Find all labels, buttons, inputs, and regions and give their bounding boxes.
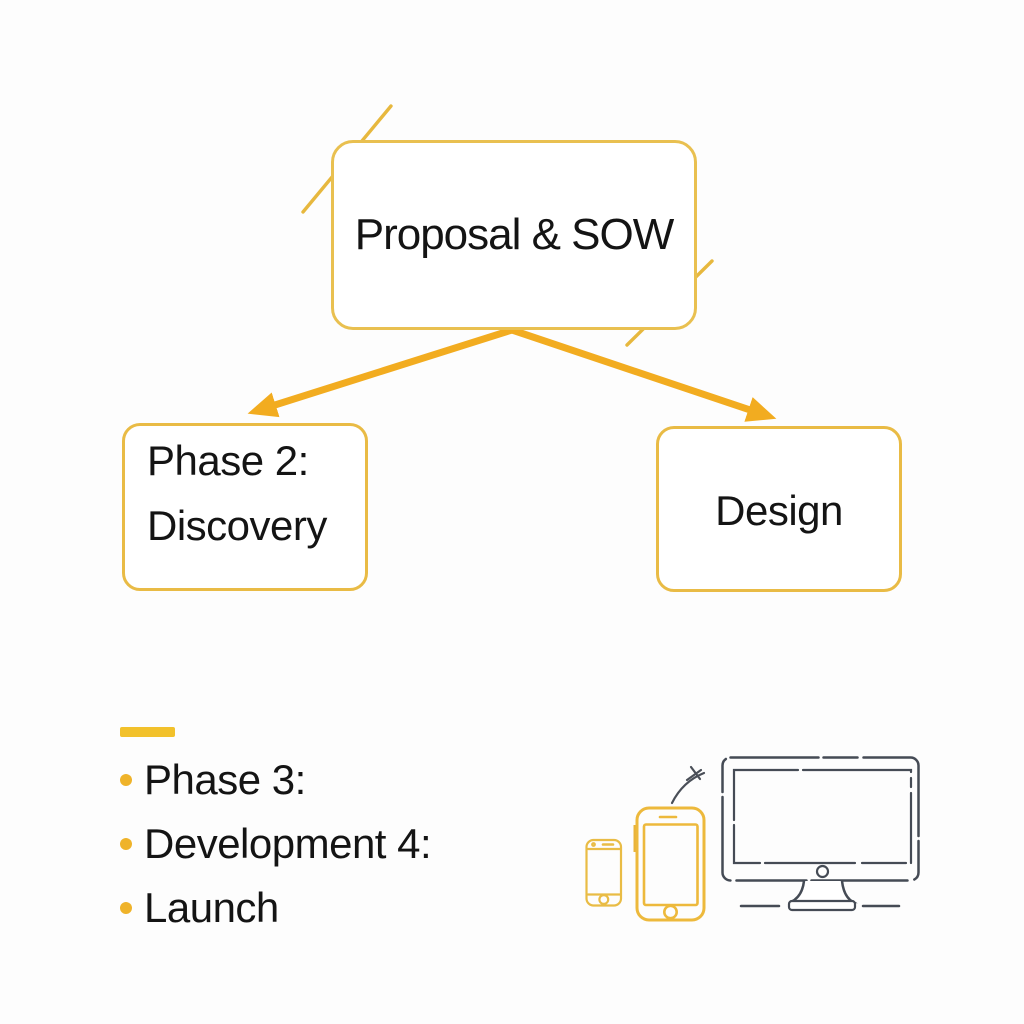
section-divider-dash (120, 727, 175, 737)
flow-node-design: Design (656, 426, 902, 592)
flow-node-design-label: Design (715, 487, 843, 534)
bullet-icon (120, 902, 132, 914)
flow-arrow-left (247, 326, 514, 418)
flow-arrow-right (510, 326, 777, 422)
phase-list-item-label: Phase 3: (144, 756, 306, 803)
flow-node-discovery-line2: Discovery (147, 502, 327, 549)
flow-node-proposal: Proposal & SOW (331, 140, 697, 330)
tablet-icon (633, 806, 706, 922)
smartphone-icon (585, 838, 623, 907)
phase-list-item: Phase 3: (120, 748, 431, 812)
flow-node-discovery: Phase 2: Discovery (122, 423, 368, 591)
curved-arrow-icon (670, 765, 706, 805)
phase-list-item-label: Development 4: (144, 820, 432, 867)
phase-list-item: Launch (120, 876, 431, 940)
flow-node-proposal-label: Proposal & SOW (354, 210, 675, 259)
phase-list-item: Development 4: (120, 812, 432, 876)
flow-node-discovery-line1: Phase 2: (147, 437, 309, 484)
bullet-icon (120, 838, 132, 850)
bullet-icon (120, 774, 132, 786)
phase-list-item-label: Launch (144, 884, 279, 931)
phase-list: Phase 3: Development 4: Launch (120, 748, 432, 940)
monitor-icon (721, 756, 920, 912)
